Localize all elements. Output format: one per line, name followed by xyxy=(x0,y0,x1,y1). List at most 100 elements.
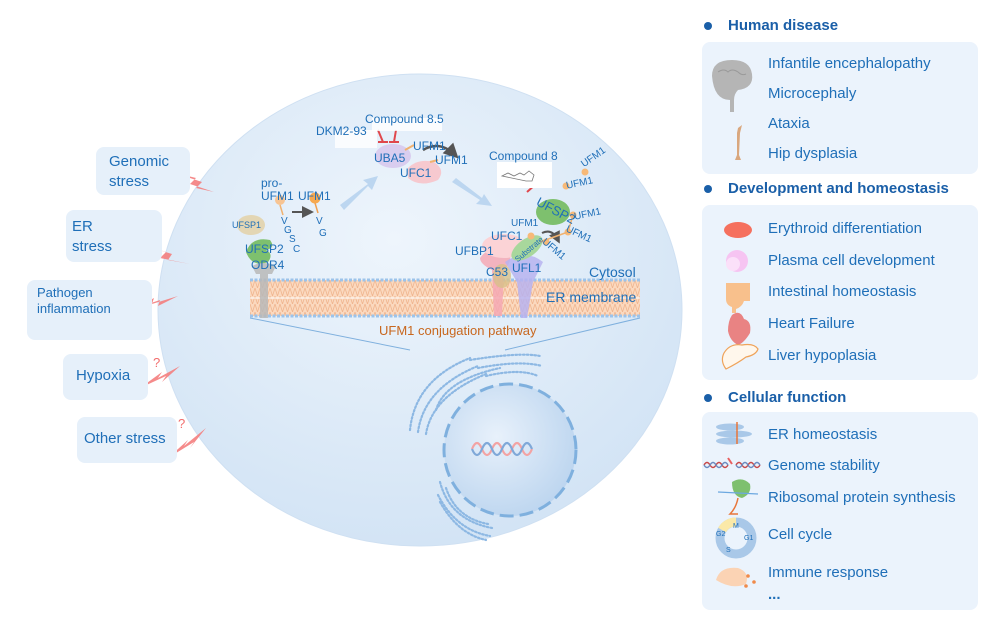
lightning-bolt-icon xyxy=(172,172,214,192)
c53-label: C53 xyxy=(486,265,509,279)
stressor-label: Other stress xyxy=(84,430,166,447)
ufm1-chain-node xyxy=(562,182,570,190)
pro-ufm1-sphere xyxy=(275,195,285,205)
ufsp2-protein xyxy=(246,239,273,264)
stressor-hypoxia: Hypoxia xyxy=(63,354,148,400)
stressor-other: Other stress xyxy=(77,417,177,463)
development-item: Intestinal homeostasis xyxy=(768,283,917,300)
phase-g2: G2 xyxy=(716,531,725,538)
cellular-item: ER homeostasis xyxy=(768,426,878,443)
substrate-protein xyxy=(511,235,543,261)
ufc1-ufm1-bond xyxy=(429,159,439,163)
pro-ufm1-tail xyxy=(279,204,284,216)
compound-8-5-structure xyxy=(372,118,442,131)
development-item: Heart Failure xyxy=(768,315,855,332)
unknown-mark: ? xyxy=(153,355,161,370)
compound-8-skeleton xyxy=(500,170,535,182)
ufm1-chain-node xyxy=(527,232,535,240)
development-panel: Erythroid differentiation Plasma cell de… xyxy=(702,205,978,380)
odr4-label: ODR4 xyxy=(251,258,285,272)
ufl1-label: UFL1 xyxy=(512,261,542,275)
stressor-label: Genomic xyxy=(109,153,170,170)
lightning-bolt-icon xyxy=(146,246,190,264)
pathway-title: UFM1 conjugation pathway xyxy=(379,323,537,338)
intestine-icon xyxy=(726,283,750,313)
bullet-icon xyxy=(704,21,712,30)
ufm1-chain-node xyxy=(581,168,589,176)
ufsp1-label: UFSP1 xyxy=(232,220,262,230)
ufm1-label: UFM1 xyxy=(435,153,468,167)
section-title: Human disease xyxy=(728,17,839,34)
inhibitor-compound-8-5 xyxy=(389,129,399,143)
ufbp1-label: UFBP1 xyxy=(455,244,494,258)
dkm2-93-label: DKM2-93 xyxy=(316,124,367,138)
development-item: Erythroid differentiation xyxy=(768,220,922,237)
ribosome-icon xyxy=(717,479,759,515)
stressor-label: Pathogen xyxy=(37,285,93,300)
disease-item: Hip dysplasia xyxy=(768,145,858,162)
ufsp2-label: UFSP2 xyxy=(245,242,284,256)
er-membrane-label: ER membrane xyxy=(546,289,637,305)
ufc1-ufm1-label: UFM1 xyxy=(511,218,539,229)
bullet-icon xyxy=(704,393,712,402)
stressor-genomic: Genomic stress xyxy=(96,147,190,195)
immune-cell-icon xyxy=(716,567,756,588)
phase-g1: G1 xyxy=(744,535,753,542)
inhibitor-dkm2-93 xyxy=(377,129,388,143)
zoom-line-left xyxy=(249,317,411,351)
flow-arrow-1 xyxy=(340,176,378,210)
section-title: Development and homeostasis xyxy=(728,180,949,197)
flow-arrow-2 xyxy=(452,178,492,206)
development-item: Liver hypoplasia xyxy=(768,347,877,364)
disease-item: Microcephaly xyxy=(768,85,857,102)
cellular-item: Ribosomal protein synthesis xyxy=(768,489,956,506)
ufc1-label: UFC1 xyxy=(400,166,432,180)
ufsp2-deconjugase xyxy=(536,199,570,225)
stressor-pathogen: Pathogen inflammation xyxy=(27,280,152,340)
dna-icon xyxy=(703,457,761,469)
stressor-label: ER xyxy=(72,218,93,235)
ufm1-label: UFM1 xyxy=(413,139,446,153)
ufm1-tail xyxy=(314,202,319,214)
brain-icon xyxy=(712,60,753,112)
ufc1-protein xyxy=(408,160,442,184)
liver-icon xyxy=(721,343,759,370)
bullet-icon xyxy=(704,184,712,193)
cellular-item: Immune response xyxy=(768,564,889,581)
section-heading-human-disease: Human disease xyxy=(704,17,838,34)
disease-item: Infantile encephalopathy xyxy=(768,55,931,72)
stressor-label: Hypoxia xyxy=(76,367,131,384)
bone-icon xyxy=(735,125,742,160)
stressor-label: inflammation xyxy=(37,301,111,316)
pro-tail-residue: G xyxy=(284,225,292,236)
stressor-label: stress xyxy=(72,238,113,255)
ufm1-mature-label: UFM1 xyxy=(298,189,331,203)
uba5-label: UBA5 xyxy=(374,151,406,165)
uba5-ufm1-bond xyxy=(404,144,415,151)
dkm2-93-structure xyxy=(335,130,377,148)
red-blood-cell-icon xyxy=(724,222,752,238)
nucleus xyxy=(442,382,578,518)
mature-tail-residue: G xyxy=(319,228,327,239)
phase-m: M xyxy=(733,523,739,530)
pro-tail-residue: V xyxy=(281,216,288,227)
c53-protein xyxy=(493,264,511,288)
ufsp1-protein xyxy=(237,215,265,235)
lightning-bolt-icon xyxy=(136,296,178,308)
stressor-label: stress xyxy=(109,173,150,190)
section-title: Cellular function xyxy=(728,389,847,406)
stressor-er: ER stress xyxy=(66,210,162,262)
odr4-protein xyxy=(252,263,276,318)
disease-item: Ataxia xyxy=(768,115,810,132)
human-disease-panel: Infantile encephalopathy Microcephaly At… xyxy=(702,42,978,174)
pro-ufm1-label: UFM1 xyxy=(261,189,294,203)
development-item: Plasma cell development xyxy=(768,252,935,269)
compound-8-label: Compound 8 xyxy=(489,149,558,163)
cellular-function-panel: G2 M G1 S ER homeostasis Genome stabilit… xyxy=(702,412,978,610)
cytosol-label: Cytosol xyxy=(589,264,636,280)
development-icons xyxy=(721,222,759,370)
cellular-item: Genome stability xyxy=(768,457,880,474)
cell-cycle-icon: G2 M G1 S xyxy=(715,517,757,559)
cellular-item: Cell cycle xyxy=(768,526,833,543)
